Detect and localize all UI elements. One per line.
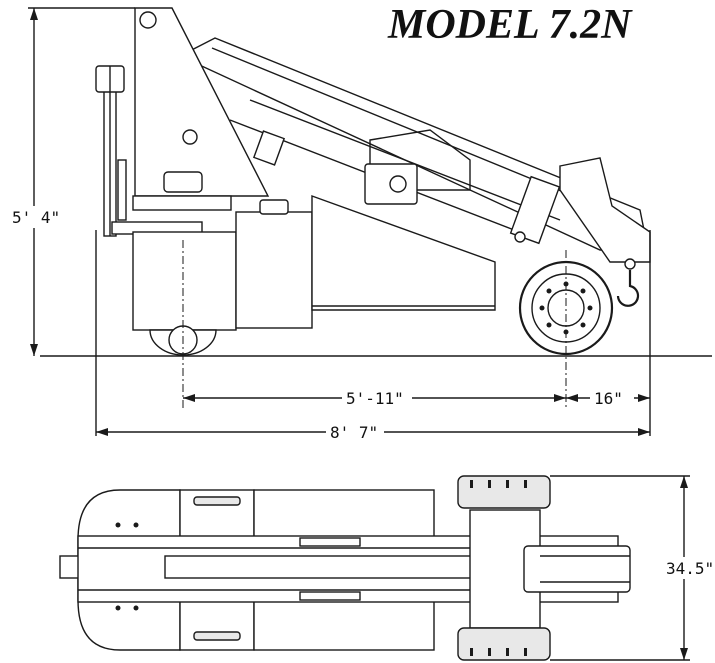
width-label: 34.5" [666,559,714,578]
rear-hitch [59,555,81,579]
boom-plan [77,535,619,603]
height-label: 5' 4" [12,208,60,227]
length-label: 8' 7" [330,423,378,442]
top-view: 34.5" [59,475,714,661]
height-dimension: 5' 4" [10,7,135,356]
width-dimension: 34.5" [550,475,714,661]
mast-pivot [139,11,157,29]
length-dimension: 8' 7" [96,422,650,442]
overhang-dimension: 16" [566,388,650,408]
mast [134,7,270,197]
overhang-label: 16" [594,389,623,408]
wheelbase-label: 5'-11" [346,389,404,408]
model-title: MODEL 7.2N [387,2,633,48]
handle-slots [193,496,241,641]
rear-rail [95,65,203,237]
wheelbase-dimension: 5'-11" [183,388,566,408]
side-view: 5' 4" 5'-11" 16" 8' 7" [10,7,712,442]
rear-wheel [149,240,217,410]
mast-base [132,195,232,211]
front-fork [523,545,631,593]
front-wheel [518,250,614,410]
mast-pin [182,129,198,145]
mast-slot [163,171,203,193]
